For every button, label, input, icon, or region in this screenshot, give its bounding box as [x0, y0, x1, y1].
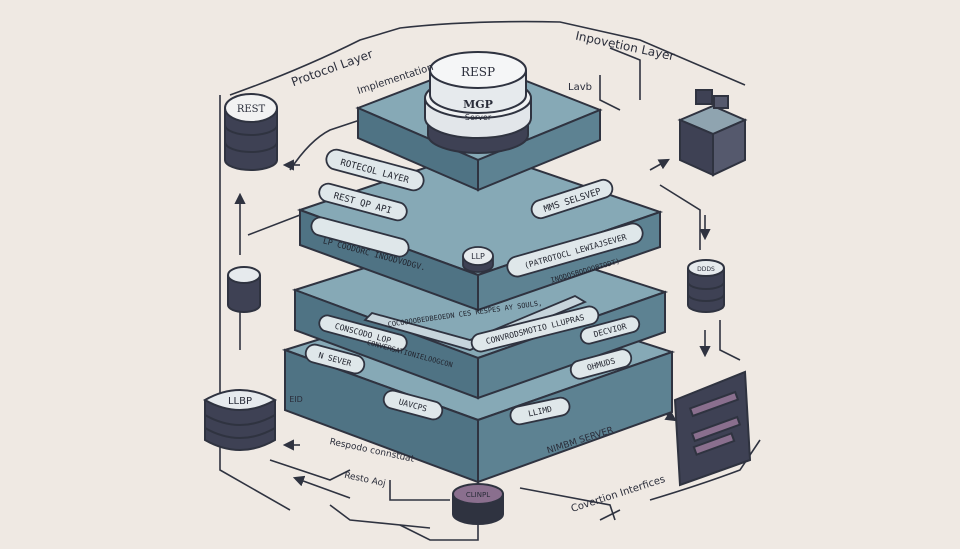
center-llp-token [462, 246, 494, 273]
covertion-label: Covertion Interfices [570, 474, 667, 515]
resp-label: RESP [461, 65, 495, 79]
right-middle-device [687, 259, 725, 313]
center-llp-label: LLP [471, 252, 485, 261]
lavb-label: Lavb [568, 82, 592, 93]
layer-3-pills [318, 305, 641, 353]
rest-database [224, 93, 278, 171]
bottom-button[interactable] [452, 483, 504, 525]
llbp-device [202, 389, 278, 451]
server-rack [677, 89, 748, 177]
layer-4-pills [304, 343, 633, 426]
mgp-label: MGP [463, 98, 493, 111]
right-middle-label: DDDS [697, 266, 715, 273]
llbp-label: LLBP [228, 396, 252, 407]
eid-label: EID [289, 395, 303, 404]
interface-panel [673, 370, 752, 487]
left-middle-device [227, 266, 261, 313]
bottom-button-label: CLINPL [466, 491, 490, 499]
resto-aoj-label: Resto Aoj [343, 471, 386, 490]
server-label: Server [465, 113, 492, 122]
inpovetion-layer-label: Inpovetion Layer [574, 29, 676, 64]
rest-db-label: REST [237, 104, 266, 115]
layer-2-pills [310, 148, 644, 278]
top-cylinder-stack [424, 51, 532, 154]
